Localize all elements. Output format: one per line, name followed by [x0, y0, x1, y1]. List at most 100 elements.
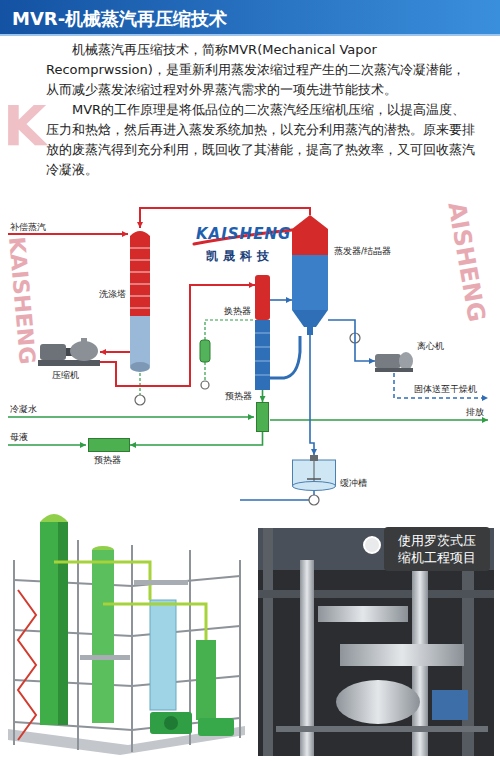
equipment-node: 洗涤塔	[130, 228, 150, 373]
preheater-body	[89, 439, 130, 452]
line-label: 冷凝水	[10, 403, 37, 416]
frame-post	[13, 560, 15, 745]
intro-paragraph: MVR的工作原理是将低品位的二次蒸汽经压缩机压缩，以提高温度、压力和热焓，然后再…	[46, 100, 476, 180]
tower-tray	[130, 272, 150, 273]
node-label: 洗涤塔	[99, 288, 126, 301]
tower-dome	[130, 231, 150, 236]
process-pipes	[8, 234, 488, 500]
logo-text: 凯晟科技	[206, 248, 274, 265]
railing	[276, 726, 488, 732]
node-label: 预热器	[225, 390, 252, 403]
equipment-node: 换热器	[255, 275, 270, 390]
node-label: 压缩机	[52, 369, 79, 382]
header-bar	[0, 0, 500, 34]
centrifuge-body	[375, 354, 401, 368]
equipment-node: 预热器	[88, 438, 130, 452]
equipment-node: 预热器	[256, 402, 269, 432]
line-label: 补偿蒸汽	[10, 221, 46, 234]
tower-tray	[130, 308, 150, 309]
exchanger-body	[255, 320, 270, 390]
column-shade	[58, 522, 68, 725]
column	[92, 550, 114, 723]
stirrer-blade	[307, 478, 321, 480]
motor	[164, 716, 178, 730]
silver-pipe	[340, 644, 464, 666]
photo-sky	[258, 528, 494, 570]
stirrer-shaft	[314, 461, 315, 481]
header-stripe	[0, 34, 500, 36]
preheater-body	[257, 403, 269, 432]
filter-symbol	[200, 340, 210, 362]
pipe-connector	[262, 390, 264, 402]
callout-dot	[364, 537, 380, 553]
equipment-node: 压缩机	[38, 338, 100, 366]
stirrer-motor	[310, 455, 318, 461]
return-pipe	[240, 491, 314, 500]
stairs	[18, 590, 36, 740]
equipment-shape	[292, 215, 328, 335]
vessel	[196, 640, 216, 720]
pump-symbol	[135, 395, 145, 405]
drain-pipe	[270, 419, 488, 421]
tower-tray	[130, 260, 150, 261]
pipe-connector	[100, 285, 255, 386]
frame-post	[131, 545, 133, 752]
intro-paragraph: 机械蒸汽再压缩技术，简称MVR(Mechanical Vapor Recompr…	[46, 40, 476, 100]
column	[40, 522, 68, 725]
column-top	[40, 514, 68, 522]
pipe-connector	[310, 335, 314, 455]
node-label: 离心机	[417, 340, 444, 353]
node-label: 预热器	[94, 454, 121, 467]
machine-base	[38, 360, 100, 366]
pipe-connector	[130, 432, 263, 445]
vessel-body	[292, 255, 328, 310]
tower-tray	[130, 284, 150, 285]
exchanger-tube	[255, 361, 270, 362]
motor-body	[40, 344, 66, 360]
frame-post	[77, 540, 79, 750]
platform	[134, 580, 188, 585]
node-label: 缓冲槽	[340, 477, 367, 490]
pipe-connector	[270, 299, 292, 301]
solid-line	[394, 373, 488, 398]
pump-symbols	[135, 333, 360, 505]
equipment-node: 缓冲槽	[292, 455, 336, 491]
plant-render	[8, 514, 245, 755]
vessel-outlet	[307, 327, 313, 335]
line-label: 排放	[466, 406, 484, 419]
pump-symbol	[309, 495, 319, 505]
frame-post	[239, 560, 241, 738]
logo-text: KAISHENG	[196, 225, 291, 243]
watermark: KAISHENG	[4, 235, 40, 365]
steam-pipe	[8, 233, 128, 235]
compressor-photo	[336, 680, 420, 724]
node-label: 蒸发器/结晶器	[334, 245, 391, 258]
tower-tray	[130, 248, 150, 249]
equipment-node: 离心机	[375, 350, 413, 372]
circulation-pipe	[270, 336, 300, 378]
equipment-node: 蒸发器/结晶器	[292, 215, 328, 335]
connectors	[100, 208, 375, 455]
machine	[432, 690, 468, 720]
exchanger-tube	[255, 375, 270, 376]
silver-pipe	[318, 606, 408, 622]
tank-bottom	[293, 482, 336, 491]
line-label: 母液	[10, 431, 28, 444]
steel-beam	[258, 590, 494, 598]
pipe-connector	[328, 320, 375, 361]
dashed-line	[204, 362, 205, 380]
equipment-shape	[256, 402, 269, 432]
platform	[80, 655, 130, 660]
vessel-top	[292, 215, 328, 255]
vessel	[150, 600, 176, 710]
tower-bottom	[130, 362, 150, 372]
exchanger-tube	[255, 347, 270, 348]
photo-ground	[258, 528, 494, 756]
page-title: MVR-机械蒸汽再压缩技术	[12, 7, 227, 31]
tower-body	[130, 316, 150, 366]
equipment-shape	[375, 350, 413, 372]
node-label: 使用罗茨式压缩机工程项目	[392, 532, 482, 566]
outlet	[81, 338, 87, 342]
dashed-line	[205, 320, 254, 340]
